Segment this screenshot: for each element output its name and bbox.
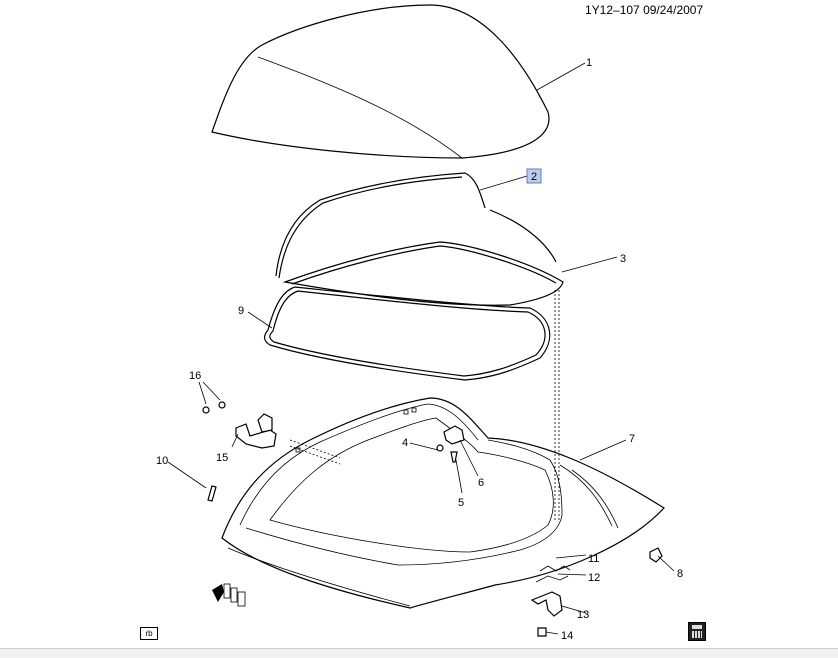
callout-7: 7 (629, 433, 635, 445)
bottom-bar (0, 648, 838, 658)
part-9-inner-seal[interactable] (263, 286, 551, 381)
front-direction-arrow-icon (212, 583, 246, 607)
callout-6: 6 (478, 477, 484, 489)
part-12-clip[interactable] (535, 575, 569, 583)
callout-5: 5 (458, 497, 464, 509)
part-2-outer-weatherstrip[interactable] (275, 172, 557, 279)
callout-2: 2 (531, 171, 537, 183)
callout-8: 8 (677, 568, 683, 580)
diagram-id-header: 1Y12–107 09/24/2007 (585, 3, 703, 17)
callout-3: 3 (620, 253, 626, 265)
callout-12: 12 (588, 572, 600, 584)
callout-labels: 1 2 3 4 5 6 7 8 9 10 11 12 13 14 15 16 (156, 57, 683, 642)
part-1-lid-cover[interactable] (211, 4, 550, 159)
part-3-seal[interactable] (282, 241, 564, 306)
part-8-bumper-stop[interactable] (649, 547, 663, 563)
callout-13: 13 (577, 609, 589, 621)
diagram-id: 1Y12–107 (585, 3, 640, 17)
leader-lines (167, 62, 675, 635)
callout-1: 1 (586, 57, 592, 69)
part-5-fastener[interactable] (450, 451, 458, 463)
part-15-hinge-bracket[interactable] (235, 413, 277, 449)
part-11-spring-clip[interactable] (539, 565, 571, 572)
callout-11: 11 (588, 553, 599, 565)
dashed-guide-lines (289, 290, 560, 520)
rb-label[interactable]: rb (140, 627, 158, 640)
callout-4: 4 (402, 437, 408, 449)
part-7-compartment-panel[interactable] (221, 397, 665, 609)
diagram-date: 09/24/2007 (643, 3, 704, 17)
callout-2-highlight (526, 168, 542, 184)
part-6-latch[interactable] (443, 425, 465, 445)
calculator-icon[interactable] (688, 622, 706, 641)
part-16-bolts[interactable] (202, 401, 226, 414)
callout-16: 16 (189, 370, 201, 382)
part-14-bolt[interactable] (537, 627, 547, 637)
callout-10: 10 (156, 455, 168, 467)
callout-15: 15 (216, 452, 228, 464)
callout-14: 14 (561, 630, 573, 642)
part-10-bumper[interactable] (207, 485, 217, 502)
callout-9: 9 (238, 305, 244, 317)
part-13-striker[interactable] (530, 591, 563, 617)
part-4-fastener[interactable] (436, 444, 444, 452)
